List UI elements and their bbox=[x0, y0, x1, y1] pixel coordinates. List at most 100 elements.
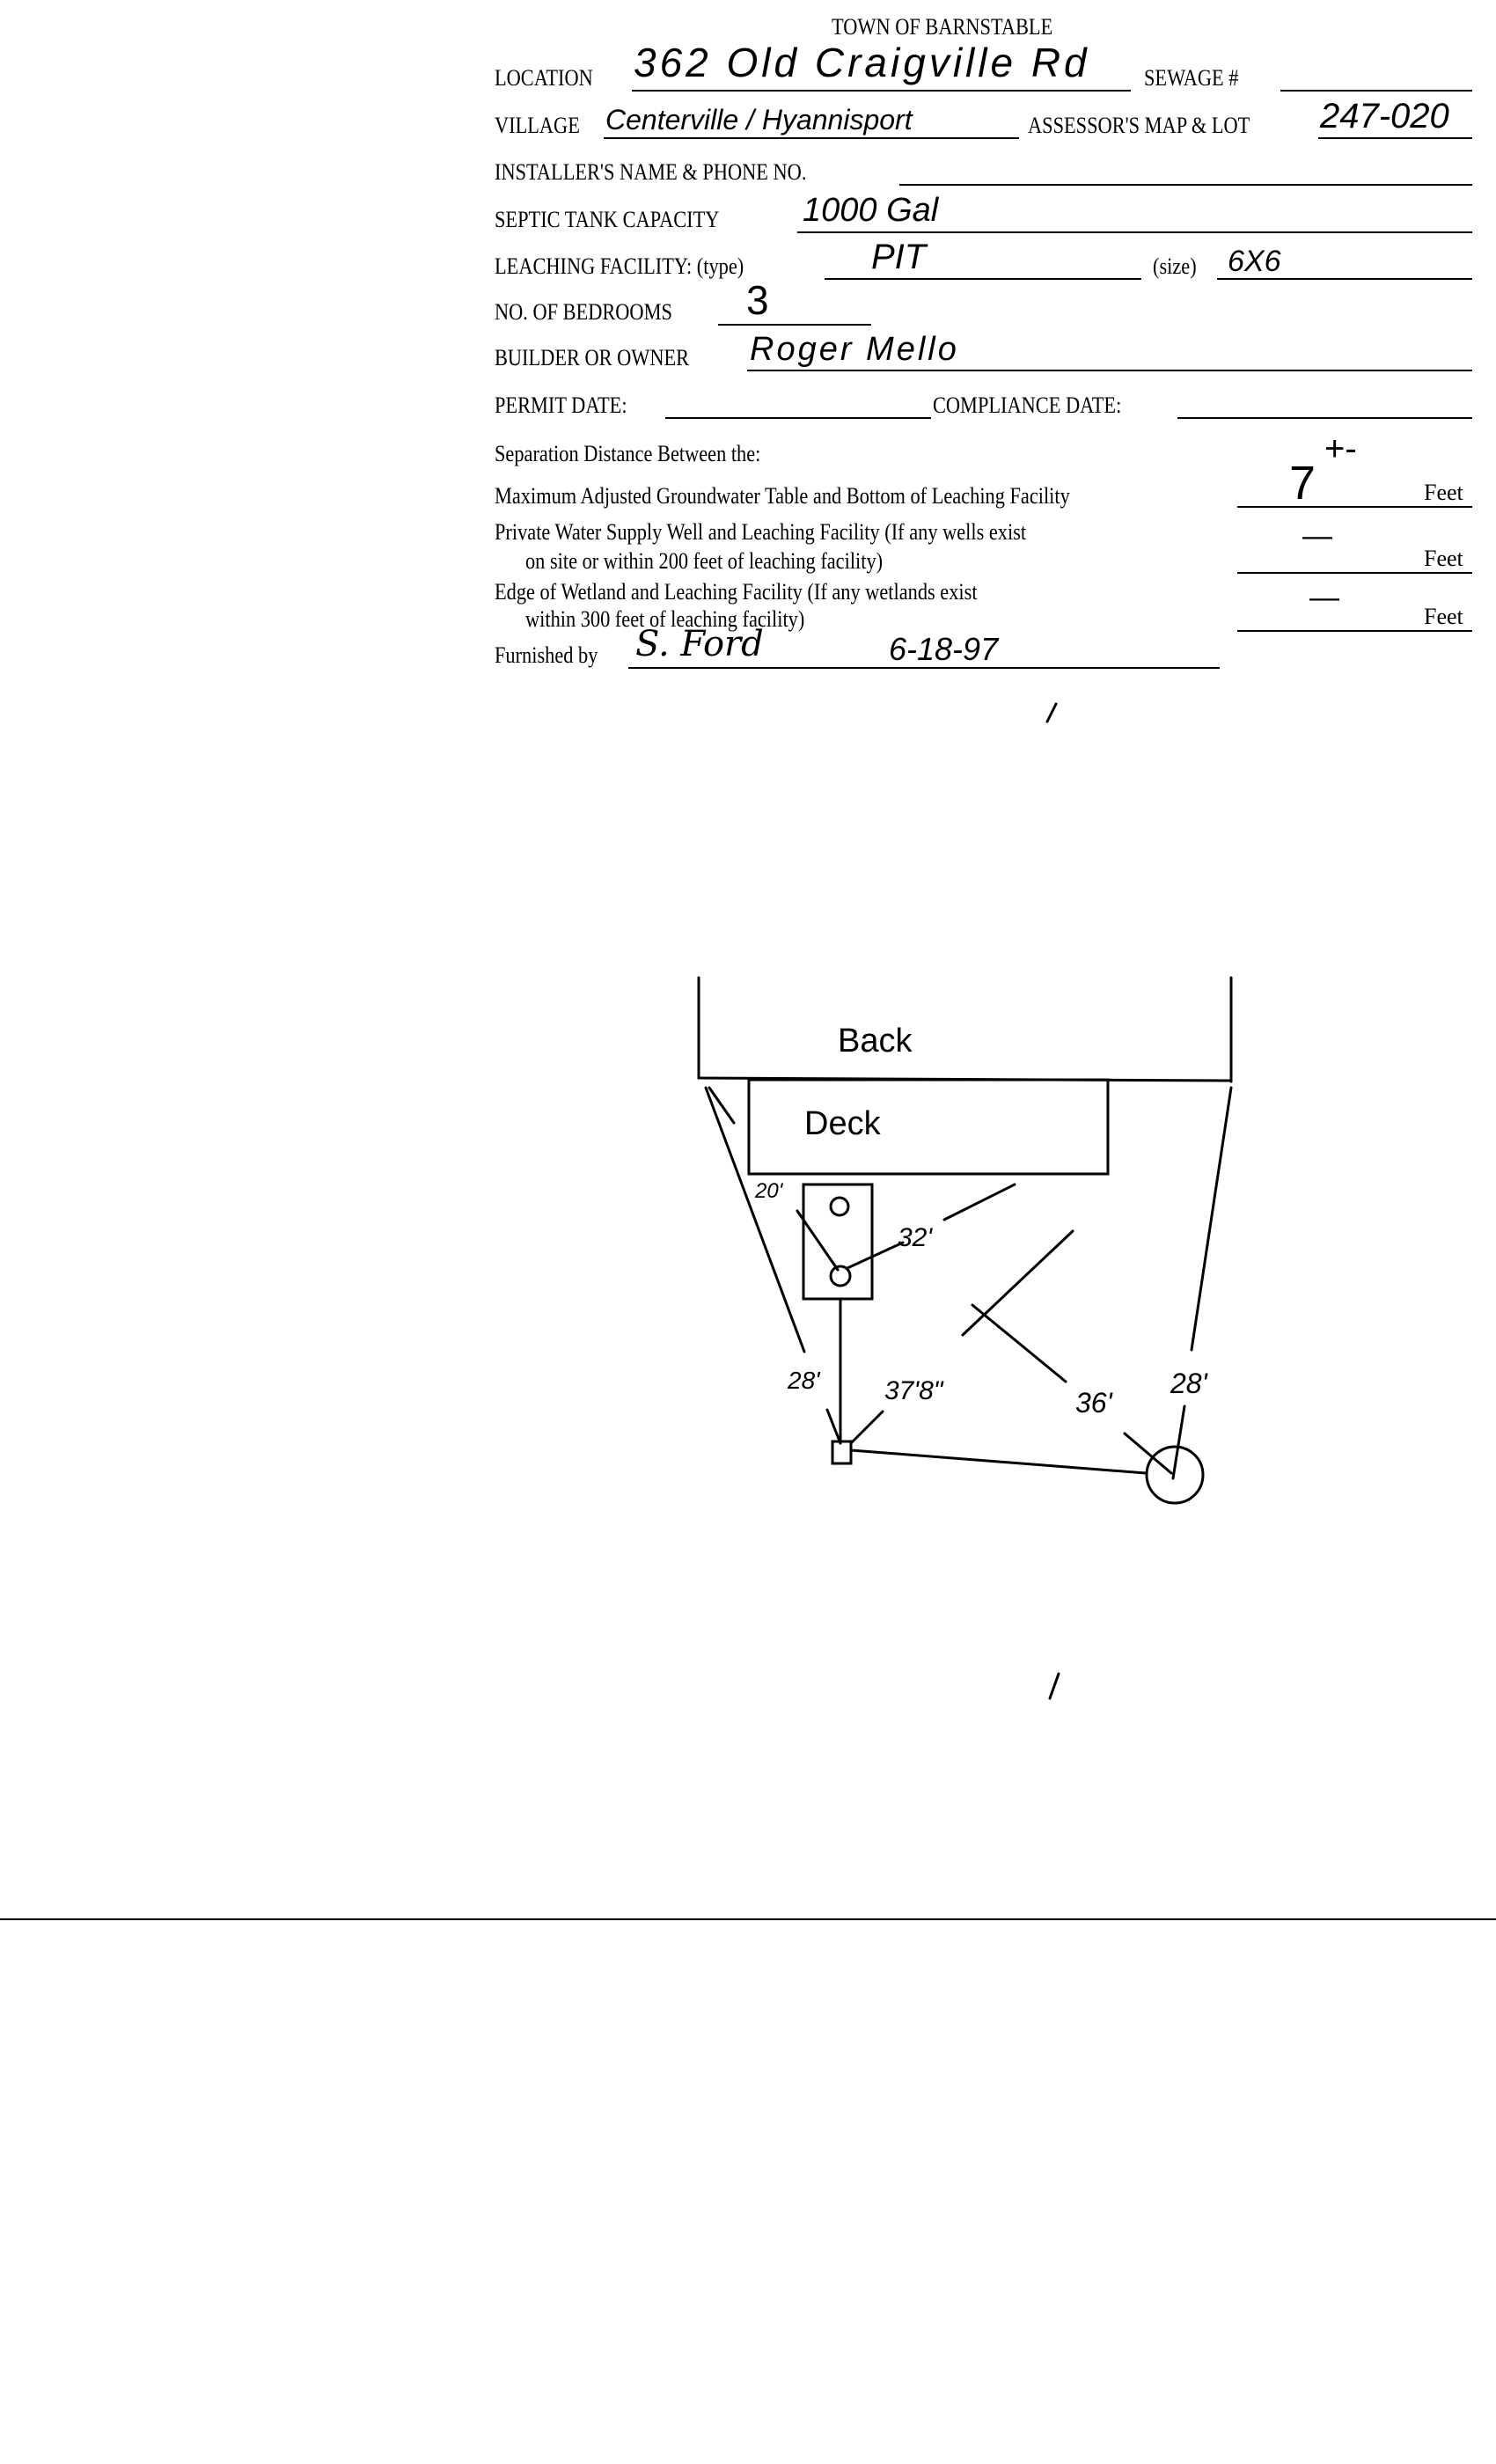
wetland-label-2: within 300 feet of leaching facility) bbox=[525, 608, 850, 631]
furnished-label: Furnished by bbox=[495, 644, 615, 667]
tank-inlet-circle bbox=[829, 1196, 850, 1217]
dim-line-right-28 bbox=[1190, 1086, 1233, 1352]
sewage-label-text: SEWAGE # bbox=[1144, 65, 1239, 91]
dim-label-32: 32' bbox=[898, 1223, 933, 1252]
permit-label: PERMIT DATE: bbox=[495, 394, 649, 417]
furnished-signature: S. Ford bbox=[635, 624, 764, 664]
dim-line-37b bbox=[961, 1229, 1074, 1337]
furnished-field[interactable] bbox=[628, 667, 1220, 669]
builder-label: BUILDER OR OWNER bbox=[495, 347, 721, 370]
wetland-label-1: Edge of Wetland and Leaching Facility (I… bbox=[495, 581, 1056, 604]
leaching-pit bbox=[1145, 1445, 1205, 1505]
well-value: — bbox=[1302, 519, 1332, 553]
size-field[interactable] bbox=[1217, 278, 1472, 280]
assessor-value: 247-020 bbox=[1320, 97, 1449, 136]
location-value: 362 Old Craigville Rd bbox=[634, 40, 1090, 85]
dim-line-left-28 bbox=[704, 1086, 806, 1353]
bedrooms-field[interactable] bbox=[718, 324, 871, 326]
assessor-field[interactable] bbox=[1318, 137, 1472, 139]
permit-date-field[interactable] bbox=[665, 417, 931, 419]
left-tick bbox=[708, 1086, 736, 1125]
dim-line-37a bbox=[849, 1410, 884, 1445]
separation-heading-text: Separation Distance Between the: bbox=[495, 441, 761, 466]
dim-line-32a bbox=[846, 1241, 905, 1270]
installer-label-text: INSTALLER'S NAME & PHONE NO. bbox=[495, 159, 807, 185]
builder-label-text: BUILDER OR OWNER bbox=[495, 345, 690, 370]
well-label-1: Private Water Supply Well and Leaching F… bbox=[495, 521, 1112, 544]
dim-label-right-28: 28' bbox=[1170, 1368, 1207, 1399]
separation-heading: Separation Distance Between the: bbox=[495, 443, 804, 466]
village-field[interactable] bbox=[604, 137, 1019, 139]
compliance-label-text: COMPLIANCE DATE: bbox=[933, 392, 1122, 418]
pit-line-28 bbox=[1171, 1404, 1186, 1480]
location-field[interactable] bbox=[632, 90, 1131, 92]
village-label-text: VILLAGE bbox=[495, 113, 580, 138]
groundwater-field[interactable] bbox=[1237, 506, 1472, 508]
bedrooms-label-text: NO. OF BEDROOMS bbox=[495, 299, 672, 325]
septic-field[interactable] bbox=[797, 231, 1472, 233]
location-label-text: LOCATION bbox=[495, 65, 593, 91]
dim-label-36: 36' bbox=[1075, 1387, 1112, 1419]
back-label: Back bbox=[838, 1023, 913, 1060]
well-label-2: on site or within 200 feet of leaching f… bbox=[525, 550, 941, 573]
well-label-1-text: Private Water Supply Well and Leaching F… bbox=[495, 519, 1027, 545]
dim-label-37-8: 37'8" bbox=[884, 1376, 943, 1405]
builder-value: Roger Mello bbox=[750, 331, 959, 368]
installer-label: INSTALLER'S NAME & PHONE NO. bbox=[495, 161, 857, 184]
pit-line-36 bbox=[1123, 1432, 1173, 1475]
deck-label: Deck bbox=[804, 1105, 881, 1142]
bedrooms-label: NO. OF BEDROOMS bbox=[495, 301, 701, 324]
septic-value: 1000 Gal bbox=[803, 192, 939, 229]
form-title-text: TOWN OF BARNSTABLE bbox=[832, 14, 1053, 40]
stray-mark bbox=[1045, 702, 1058, 723]
leaching-label-text: LEACHING FACILITY: (type) bbox=[495, 253, 744, 279]
wetland-value: — bbox=[1309, 581, 1339, 614]
wetland-unit: Feet bbox=[1424, 604, 1463, 629]
permit-label-text: PERMIT DATE: bbox=[495, 392, 627, 418]
form-title: TOWN OF BARNSTABLE bbox=[832, 16, 1089, 39]
distribution-box bbox=[831, 1440, 853, 1465]
deck bbox=[747, 1078, 1110, 1176]
compliance-date-field[interactable] bbox=[1177, 417, 1472, 419]
village-label: VILLAGE bbox=[495, 114, 594, 137]
sewage-field[interactable] bbox=[1280, 90, 1472, 92]
size-value: 6X6 bbox=[1228, 245, 1281, 278]
size-label-text: (size) bbox=[1153, 253, 1197, 279]
assessor-label: ASSESSOR'S MAP & LOT bbox=[1028, 114, 1286, 137]
groundwater-unit: Feet bbox=[1424, 480, 1463, 505]
furnished-label-text: Furnished by bbox=[495, 642, 598, 668]
septic-label-text: SEPTIC TANK CAPACITY bbox=[495, 207, 720, 232]
septic-tank bbox=[802, 1183, 874, 1301]
groundwater-label: Maximum Adjusted Groundwater Table and B… bbox=[495, 485, 1163, 508]
dim-label-left-28: 28' bbox=[788, 1367, 820, 1394]
dbox-tick bbox=[825, 1408, 842, 1445]
bedrooms-value: 3 bbox=[746, 277, 769, 323]
wetland-label-2-text: within 300 feet of leaching facility) bbox=[525, 606, 805, 632]
dim-line-36 bbox=[971, 1303, 1067, 1383]
size-label: (size) bbox=[1153, 255, 1204, 278]
well-unit: Feet bbox=[1424, 546, 1463, 571]
wetland-label-1-text: Edge of Wetland and Leaching Facility (I… bbox=[495, 579, 978, 605]
well-label-2-text: on site or within 200 feet of leaching f… bbox=[525, 548, 884, 574]
wetland-field[interactable] bbox=[1237, 630, 1472, 632]
dim-line-20 bbox=[796, 1209, 840, 1272]
installer-field[interactable] bbox=[899, 184, 1472, 186]
groundwater-value: 7 bbox=[1289, 457, 1316, 510]
leaching-type-value: PIT bbox=[871, 238, 927, 276]
well-field[interactable] bbox=[1237, 572, 1472, 574]
leaching-label: LEACHING FACILITY: (type) bbox=[495, 255, 784, 278]
tank-outlet-circle bbox=[829, 1265, 852, 1287]
groundwater-mark: +- bbox=[1324, 429, 1357, 468]
leaching-type-field[interactable] bbox=[825, 278, 1141, 280]
septic-label: SEPTIC TANK CAPACITY bbox=[495, 209, 756, 231]
location-label: LOCATION bbox=[495, 67, 609, 90]
village-value: Centerville / Hyannisport bbox=[605, 104, 913, 136]
stray-mark bbox=[1048, 1672, 1060, 1700]
compliance-label: COMPLIANCE DATE: bbox=[933, 394, 1152, 417]
sewage-label: SEWAGE # bbox=[1144, 67, 1254, 90]
builder-field[interactable] bbox=[747, 370, 1472, 371]
groundwater-label-text: Maximum Adjusted Groundwater Table and B… bbox=[495, 483, 1070, 509]
assessor-label-text: ASSESSOR'S MAP & LOT bbox=[1028, 113, 1250, 138]
dim-line-32b bbox=[942, 1183, 1016, 1221]
